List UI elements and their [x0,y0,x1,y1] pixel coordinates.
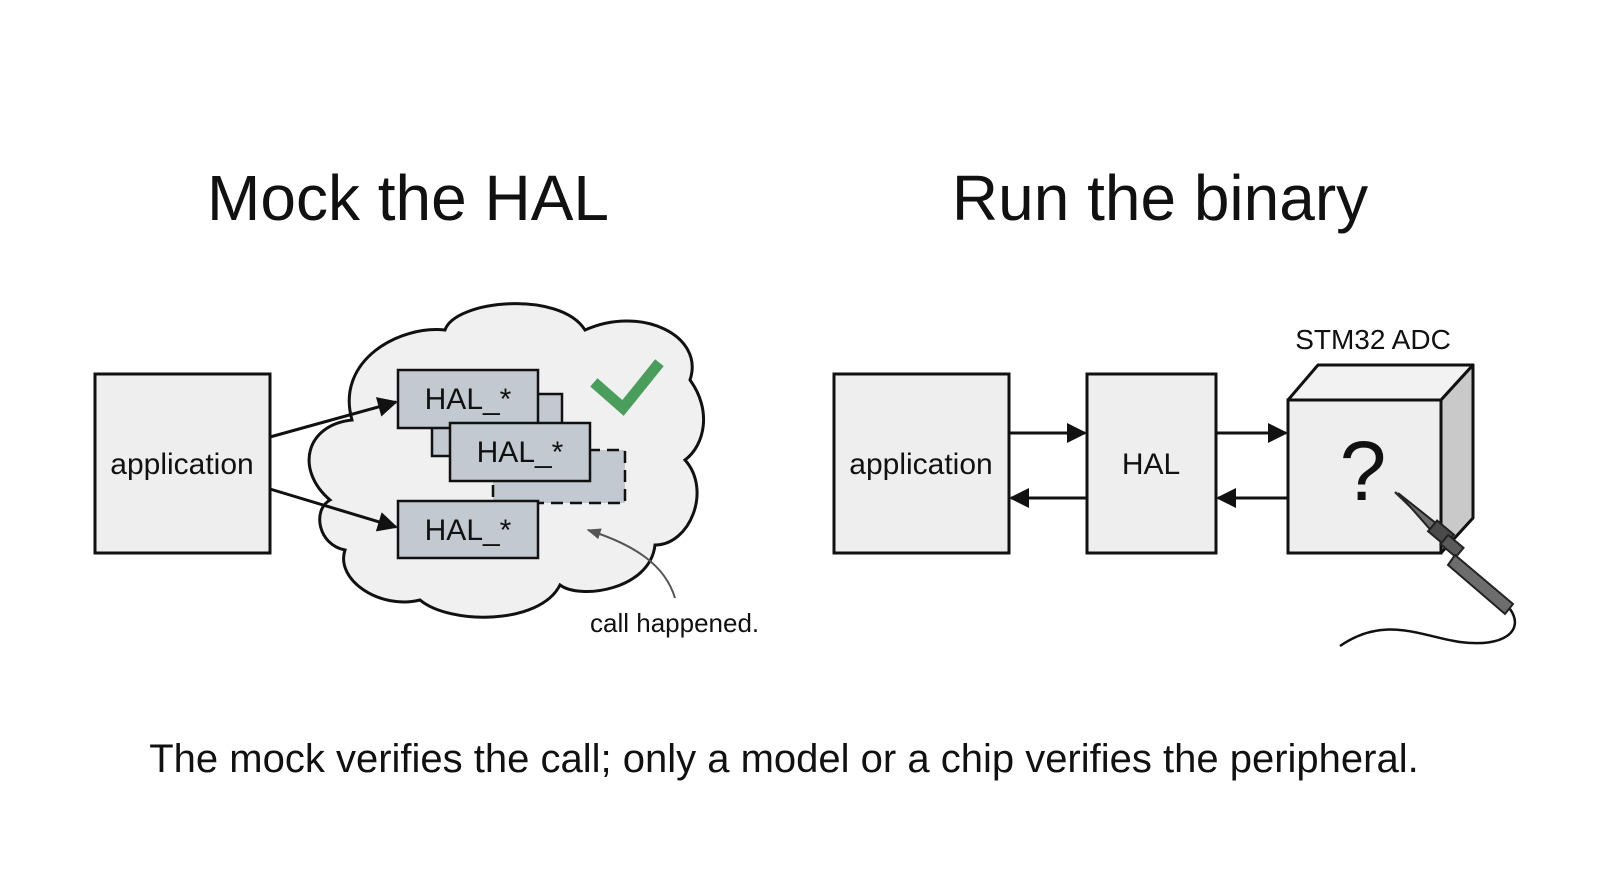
mock-hal-block-2: HAL_* [448,421,592,483]
mock-panel: Mock the HAL application HAL_* HAL_* HAL… [93,162,759,638]
binary-hal-label: HAL [1122,448,1180,481]
mock-hal-label-2: HAL_* [477,436,564,469]
mock-hal-block-1: HAL_* [396,368,540,430]
chip-cube: ? [1286,363,1475,555]
binary-panel: Run the binary application HAL STM32 ADC… [832,162,1517,648]
mock-application-label: application [110,448,253,481]
binary-application-label: application [849,448,992,481]
mock-arrow-to-hal-1 [269,397,398,439]
checkmark-icon [590,359,664,416]
mock-panel-title: Mock the HAL [207,162,609,234]
binary-hal-box: HAL [1085,372,1218,555]
mock-application-box: application [93,372,272,555]
chip-question-mark: ? [1340,424,1387,518]
annotation-arrow [586,528,676,599]
binary-application-box: application [832,372,1011,555]
probe-icon [1339,491,1517,648]
chip-label: STM32 ADC [1295,324,1451,355]
mock-hal-label-3: HAL_* [425,514,512,547]
mock-hal-label-1: HAL_* [425,383,512,416]
annotation-label: call happened. [590,608,759,638]
mock-arrow-to-hal-3 [269,487,398,532]
binary-panel-title: Run the binary [952,162,1368,234]
caption: The mock verifies the call; only a model… [149,737,1418,781]
mock-hal-block-3: HAL_* [396,499,540,560]
